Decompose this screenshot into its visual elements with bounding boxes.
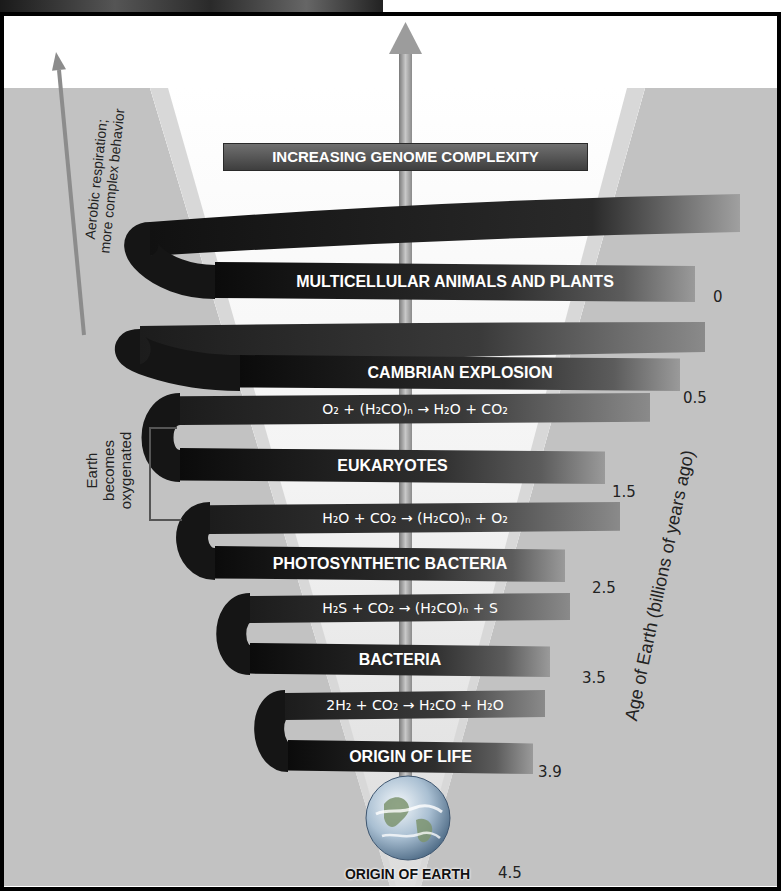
globe-continent: [416, 819, 432, 843]
photo-strip: [0, 0, 383, 14]
globe-node: ORIGIN OF EARTH: [325, 774, 490, 882]
band-label: MULTICELLULAR ANIMALS AND PLANTS: [296, 273, 614, 291]
age-number: 2.5: [592, 580, 616, 597]
age-number: 0.5: [683, 390, 707, 407]
spiral-curl: [158, 409, 181, 466]
bracket: [150, 428, 182, 520]
spiral-band: MULTICELLULAR ANIMALS AND PLANTS: [215, 262, 695, 302]
band-fill: [215, 546, 565, 582]
globe-illustration: [364, 774, 452, 862]
side-label: Earth becomes oxygenated: [83, 429, 134, 513]
globe-cloud: [376, 806, 442, 814]
band-fill: [210, 502, 620, 534]
age-number: 3.5: [582, 670, 606, 687]
band-label: PHOTOSYNTHETIC BACTERIA: [273, 555, 507, 573]
band-label: EUKARYOTES: [337, 457, 448, 475]
spiral-band: PHOTOSYNTHETIC BACTERIA: [215, 546, 565, 582]
band-fill: [240, 355, 680, 391]
spiral-band: ORIGIN OF LIFE: [288, 740, 533, 774]
spiral-band: BACTERIA: [250, 643, 550, 677]
age-number: 3.9: [538, 764, 562, 781]
equation-band: O₂ + (H₂CO)ₙ → H₂O + CO₂: [180, 393, 650, 425]
band-fill: [250, 643, 550, 677]
equation-band: H₂O + CO₂ → (H₂CO)ₙ + O₂: [210, 502, 620, 534]
age-number: 0: [713, 289, 723, 306]
equation-text: 2H₂ + CO₂ → H₂CO + H₂O: [326, 697, 503, 713]
age-number: 1.5: [612, 484, 636, 501]
aerobic-arrow-shaft: [59, 70, 84, 335]
title-banner: INCREASING GENOME COMPLEXITY: [223, 143, 588, 171]
globe-sphere: [366, 776, 450, 860]
equation-band: H₂S + CO₂ → (H₂CO)ₙ + S: [250, 593, 570, 623]
band-fill: [215, 262, 695, 302]
band-fill: [288, 740, 533, 774]
band-fill: [250, 593, 570, 623]
spiral-band-top: [150, 194, 740, 256]
spiral-curl: [231, 608, 250, 660]
band-fill: [180, 448, 605, 484]
band-fill: [285, 690, 545, 720]
aerobic-arrow-head: [52, 52, 66, 71]
equation-text: H₂S + CO₂ → (H₂CO)ₙ + S: [322, 600, 498, 616]
equation-text: O₂ + (H₂CO)ₙ → H₂O + CO₂: [322, 401, 508, 417]
spiral-band: CAMBRIAN EXPLOSION: [240, 355, 680, 391]
age-number: 4.5: [498, 865, 522, 882]
frame: [2, 14, 779, 889]
spiral-curl: [133, 347, 240, 373]
node-label: ORIGIN OF EARTH: [325, 866, 490, 882]
equation-band: 2H₂ + CO₂ → H₂CO + H₂O: [285, 690, 545, 720]
band-label: CAMBRIAN EXPLOSION: [368, 364, 553, 382]
spiral-curl: [141, 239, 215, 282]
band-fill: [180, 393, 650, 425]
spiral-band: EUKARYOTES: [180, 448, 605, 484]
complexity-arrow-head: [389, 22, 422, 54]
equation-text: H₂O + CO₂ → (H₂CO)ₙ + O₂: [322, 510, 508, 526]
band-label: BACTERIA: [359, 651, 442, 669]
band-label: ORIGIN OF LIFE: [349, 748, 472, 766]
globe-cloud: [382, 833, 440, 838]
